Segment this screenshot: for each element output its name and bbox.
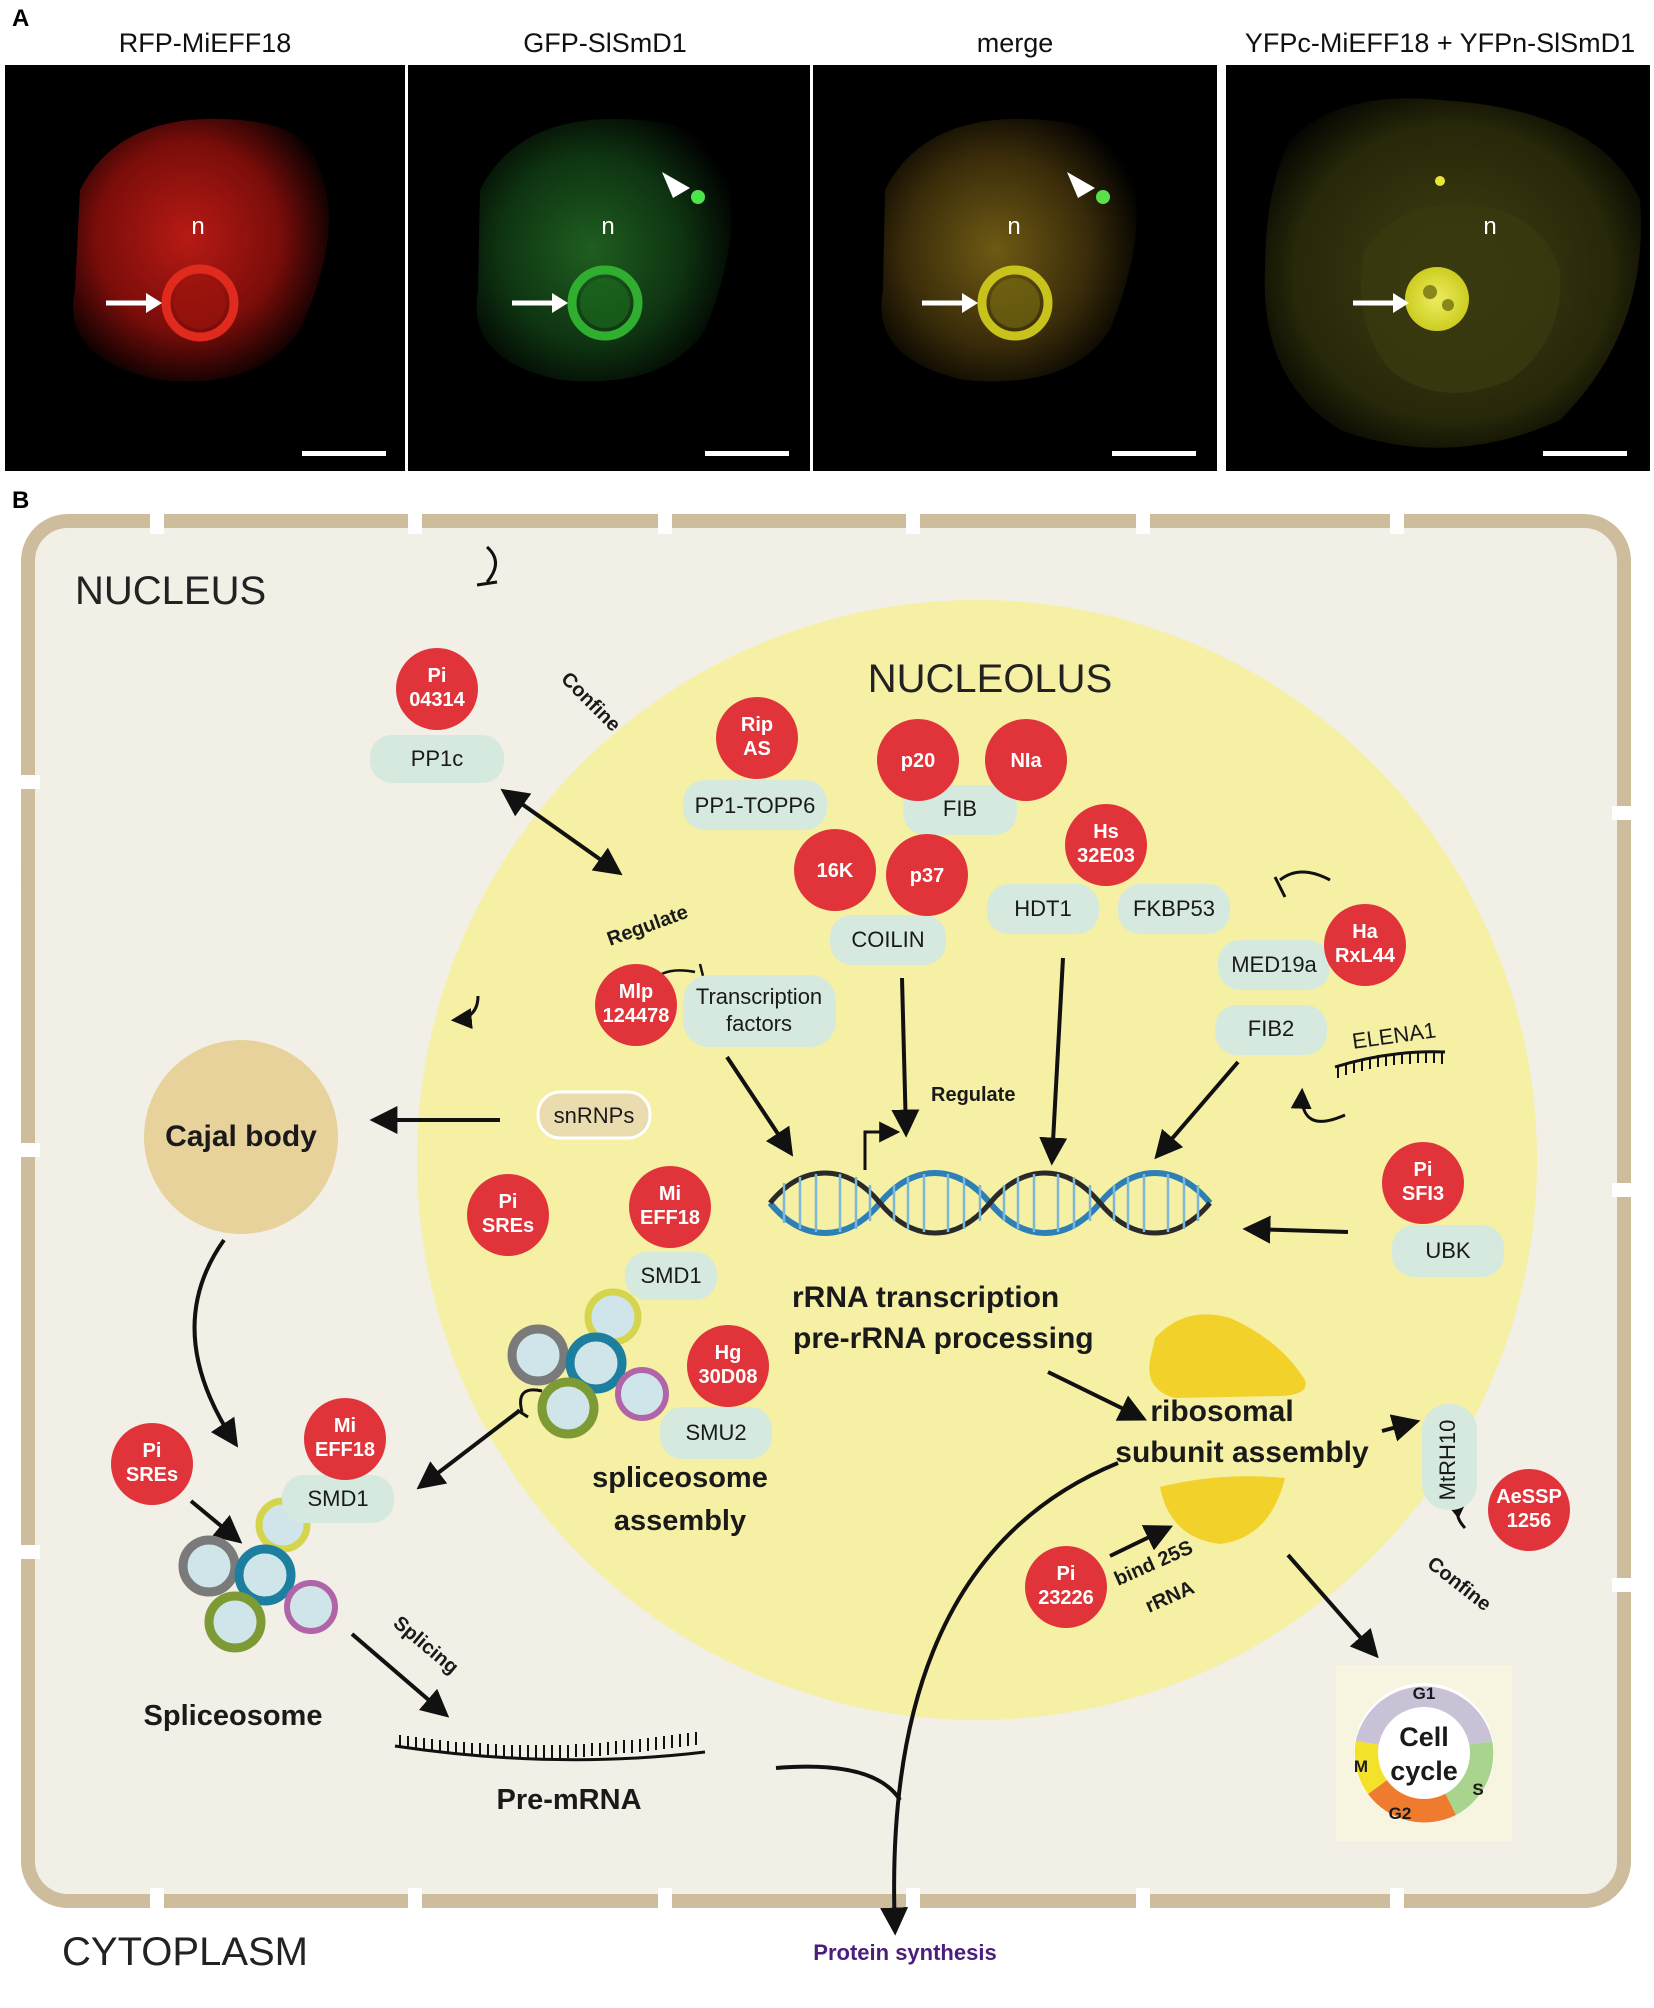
effector-hs32e03-l2: 32E03	[1077, 845, 1135, 867]
box-hdt1: HDT1	[1014, 896, 1071, 921]
nucleus-label-gfp: n	[601, 213, 614, 240]
pre-rrna-processing-label: pre-rRNA processing	[793, 1322, 1094, 1355]
nucleolus-label: NUCLEOLUS	[868, 657, 1113, 701]
effector-hs32e03-l1: Hs	[1093, 821, 1119, 843]
pathway-arrows	[189, 545, 1469, 1936]
cytoplasm-label: CYTOPLASM	[62, 1930, 308, 1974]
effector-mieff18-nucleolus-l1: Mi	[659, 1183, 681, 1205]
snrnps-label: snRNPs	[554, 1103, 635, 1128]
nucleus-label: NUCLEUS	[75, 569, 266, 613]
effector-mieff18-spliceosome-l2: EFF18	[315, 1439, 375, 1461]
micrograph-title-rfp: RFP-MiEFF18	[119, 28, 292, 58]
box-transcription-factors-line1: Transcription	[696, 984, 822, 1009]
ribosome-small-subunit	[1160, 1476, 1285, 1544]
effector-mlp-l1: Mlp	[619, 981, 653, 1003]
pre-mrna-label: Pre-mRNA	[496, 1784, 641, 1816]
ribosomal-label-line1: ribosomal	[1150, 1395, 1293, 1428]
micrograph-title-merge: merge	[977, 28, 1054, 58]
box-fib2: FIB2	[1248, 1016, 1294, 1041]
spliceosome-assembly-label-line2: assembly	[614, 1505, 746, 1537]
box-pp1-topp6: PP1-TOPP6	[695, 793, 816, 818]
cajal-body	[144, 1040, 338, 1234]
micrograph-rfp: n	[5, 65, 405, 471]
box-ubk: UBK	[1425, 1238, 1471, 1263]
box-transcription-factors-line2: factors	[726, 1011, 792, 1036]
effector-p37: p37	[910, 865, 944, 887]
effector-mieff18-nucleolus-l2: EFF18	[640, 1207, 700, 1229]
box-mtrh10: MtRH10	[1435, 1420, 1460, 1501]
cell-cycle-phase-g1: G1	[1413, 1684, 1436, 1703]
rrna-gene-helix	[767, 1121, 1213, 1237]
effector-ripas-l1: Rip	[741, 714, 773, 736]
micrograph-bifc: n	[1226, 65, 1650, 471]
micrograph-title-gfp: GFP-SlSmD1	[523, 28, 687, 58]
spliceosome-assembly-complex	[507, 1288, 669, 1439]
effector-pi04314-l2: 04314	[409, 689, 465, 711]
effector-pisres-spliceosome-l2: SREs	[126, 1464, 178, 1486]
cell-cycle-label-line1: Cell	[1399, 1722, 1449, 1752]
arrowhead-merge	[1067, 172, 1095, 198]
effector-pisres-nucleolus-l2: SREs	[482, 1215, 534, 1237]
micrograph-title-bifc: YFPc-MiEFF18 + YFPn-SlSmD1	[1245, 28, 1635, 58]
effector-pisfi3-l1: Pi	[1414, 1159, 1433, 1181]
snrnps-box	[536, 1090, 652, 1140]
scale-bar-rfp	[302, 451, 386, 456]
arrowhead-gfp	[662, 172, 690, 198]
cell-cycle-phase-s: S	[1472, 1780, 1483, 1799]
nucleolus	[417, 600, 1537, 1720]
effector-aessp1256-l1: AeSSP	[1496, 1486, 1562, 1508]
micrograph-merge: n	[813, 65, 1217, 471]
spliceosome-label: Spliceosome	[144, 1700, 323, 1732]
box-med19a: MED19a	[1231, 952, 1317, 977]
nucleus-label-merge: n	[1007, 213, 1020, 240]
effector-mlp-l2: 124478	[603, 1005, 670, 1027]
scale-bar-merge	[1112, 451, 1196, 456]
effector-nla: NIa	[1010, 750, 1042, 772]
box-pp1c: PP1c	[411, 746, 464, 771]
effector-pisres-nucleolus-l1: Pi	[499, 1191, 518, 1213]
cajal-body-label: Cajal body	[165, 1120, 317, 1153]
effector-pisres-spliceosome-l1: Pi	[143, 1440, 162, 1462]
box-fkbp53: FKBP53	[1133, 896, 1215, 921]
effector-pisfi3-l2: SFI3	[1402, 1183, 1444, 1205]
panel-a-letter: A	[12, 5, 29, 32]
box-fib: FIB	[943, 796, 977, 821]
effector-pi23226-l1: Pi	[1057, 1563, 1076, 1585]
micrograph-gfp: n	[408, 65, 810, 471]
spliceosome-assembly-label-line1: spliceosome	[592, 1462, 768, 1494]
nucleus-label-rfp: n	[191, 213, 204, 240]
rrna-transcription-label: rRNA transcription	[792, 1281, 1059, 1314]
effector-pi23226-l2: 23226	[1038, 1587, 1094, 1609]
effector-mieff18-spliceosome-l1: Mi	[334, 1415, 356, 1437]
effector-hg30d08-l2: 30D08	[699, 1366, 758, 1388]
panel-b-letter: B	[12, 487, 29, 514]
cell-cycle-label-line2: cycle	[1390, 1756, 1458, 1786]
pre-mrna-strand	[394, 1732, 706, 1762]
ribosomal-label-line2: subunit assembly	[1115, 1436, 1369, 1469]
effector-circles	[111, 648, 1570, 1628]
effector-p20: p20	[901, 750, 935, 772]
box-smu2: SMU2	[685, 1420, 746, 1445]
protein-synthesis-label: Protein synthesis	[813, 1940, 996, 1965]
cell-cycle-phase-m: M	[1354, 1757, 1368, 1776]
effector-harxl44-l1: Ha	[1352, 921, 1378, 943]
effector-harxl44-l2: RxL44	[1335, 945, 1396, 967]
spliceosome-complex	[178, 1497, 338, 1653]
cell-cycle-phase-g2: G2	[1389, 1804, 1412, 1823]
scale-bar-bifc	[1543, 451, 1627, 456]
box-smd1-spliceosome: SMD1	[307, 1486, 368, 1511]
box-coilin: COILIN	[851, 927, 924, 952]
effector-ripas-l2: AS	[743, 738, 771, 760]
scale-bar-gfp	[705, 451, 789, 456]
effector-16k: 16K	[817, 860, 854, 882]
verb-regulate-center: Regulate	[931, 1084, 1015, 1106]
ribosome-large-subunit	[1149, 1314, 1306, 1398]
effector-hg30d08-l1: Hg	[715, 1342, 742, 1364]
nucleus-label-bifc: n	[1483, 213, 1496, 240]
effector-aessp1256-l2: 1256	[1507, 1510, 1552, 1532]
effector-pi04314-l1: Pi	[428, 665, 447, 687]
box-smd1-nucleolus: SMD1	[640, 1263, 701, 1288]
cell-cycle-wheel: Cell cycle G1 S G2 M	[1336, 1665, 1512, 1841]
